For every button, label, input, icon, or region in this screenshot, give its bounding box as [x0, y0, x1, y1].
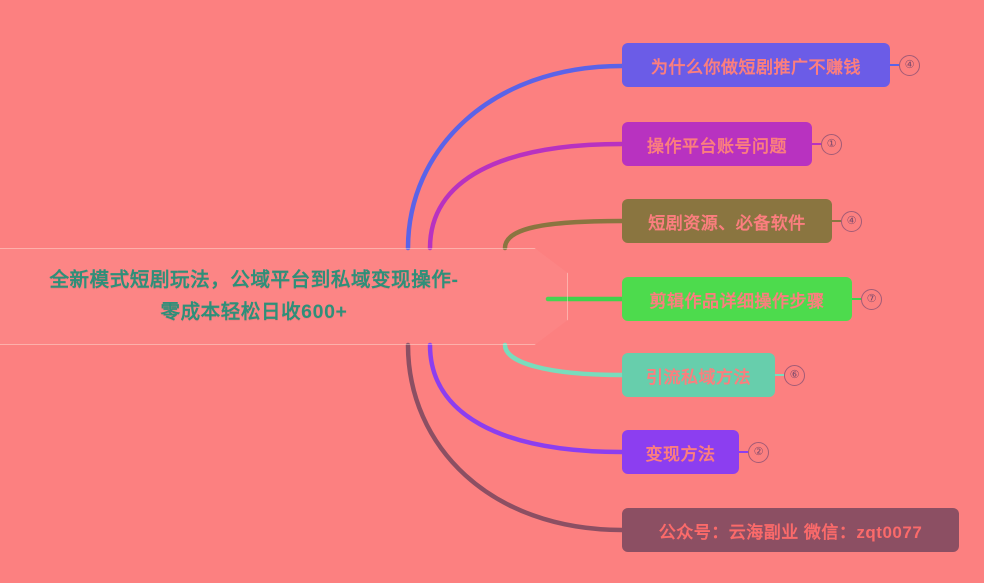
edge-to-branch-6 — [427, 342, 625, 455]
branch-node-5[interactable]: 引流私域方法 — [622, 353, 775, 397]
badge-connector — [775, 374, 784, 376]
branch-badge-3[interactable]: ④ — [841, 211, 862, 232]
branch-node-label: 短剧资源、必备软件 — [648, 213, 806, 233]
root-node[interactable]: 全新模式短剧玩法，公域平台到私域变现操作- 零成本轻松日收600+ — [0, 248, 568, 345]
branch-badge-6[interactable]: ② — [748, 442, 769, 463]
branch-node-label: 公众号：云海副业 微信：zqt0077 — [658, 522, 923, 542]
branch-badge-5[interactable]: ⑥ — [784, 365, 805, 386]
badge-connector — [739, 451, 748, 453]
badge-connector — [852, 298, 861, 300]
branch-node-label: 为什么你做短剧推广不赚钱 — [651, 57, 861, 77]
branch-node-4[interactable]: 剪辑作品详细操作步骤 — [622, 277, 852, 321]
badge-connector — [812, 143, 821, 145]
branch-node-label: 剪辑作品详细操作步骤 — [649, 291, 825, 311]
branch-badge-1[interactable]: ④ — [899, 55, 920, 76]
root-line-1: 全新模式短剧玩法，公域平台到私域变现操作- — [49, 268, 459, 291]
branch-badge-2[interactable]: ① — [821, 134, 842, 155]
branch-node-7[interactable]: 公众号：云海副业 微信：zqt0077 — [622, 508, 959, 552]
root-node-label: 全新模式短剧玩法，公域平台到私域变现操作- 零成本轻松日收600+ — [0, 265, 544, 328]
branch-node-1[interactable]: 为什么你做短剧推广不赚钱 — [622, 43, 890, 87]
branch-node-2[interactable]: 操作平台账号问题 — [622, 122, 812, 166]
badge-connector — [890, 64, 899, 66]
edge-to-branch-1 — [405, 63, 625, 251]
edge-to-branch-2 — [427, 141, 625, 251]
branch-node-6[interactable]: 变现方法 — [622, 430, 739, 474]
branch-node-3[interactable]: 短剧资源、必备软件 — [622, 199, 832, 243]
root-line-2: 零成本轻松日收600+ — [160, 300, 348, 323]
branch-node-label: 操作平台账号问题 — [647, 136, 787, 156]
edge-to-branch-3 — [502, 218, 625, 251]
edge-to-branch-7 — [405, 342, 625, 533]
edge-to-branch-5 — [502, 342, 625, 378]
badge-connector — [832, 220, 841, 222]
branch-badge-4[interactable]: ⑦ — [861, 289, 882, 310]
branch-node-label: 引流私域方法 — [646, 367, 751, 387]
branch-node-label: 变现方法 — [645, 444, 716, 464]
